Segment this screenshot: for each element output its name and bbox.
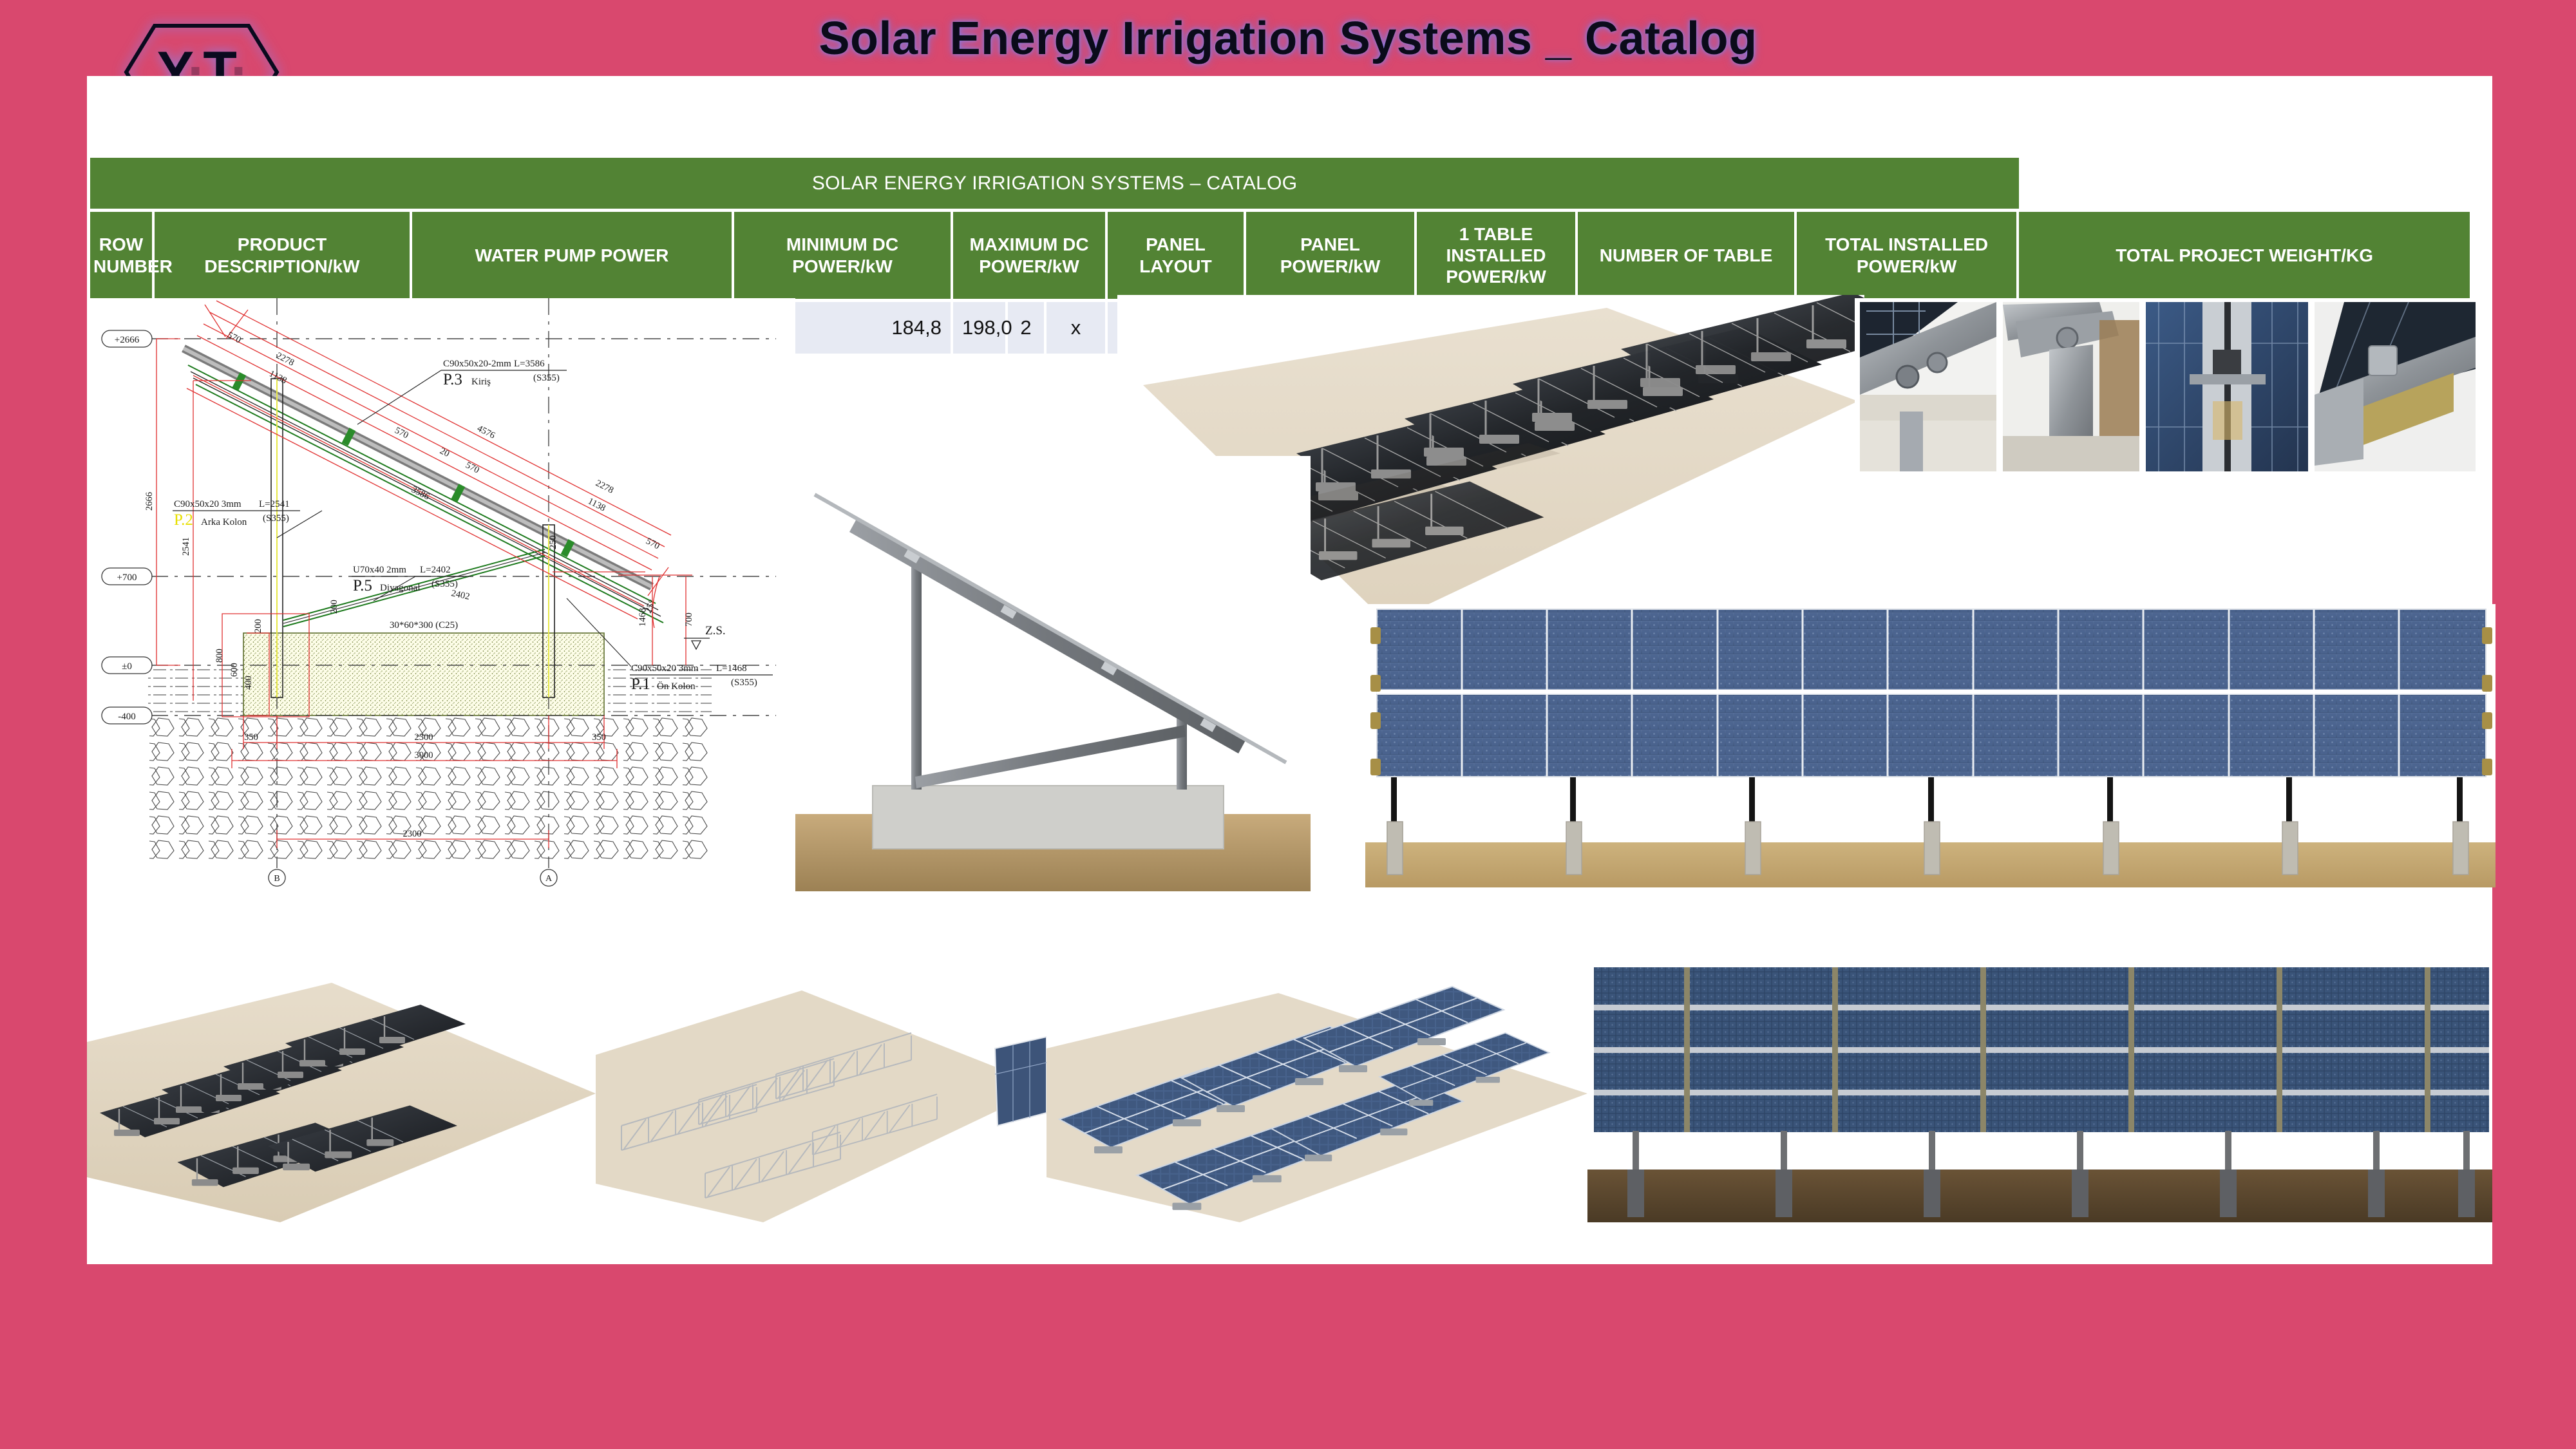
part-callout-p1: C90x50x20 3mm L=1468 (S355) P.1 Ön Kolon: [566, 598, 773, 693]
mounting-detail-mid-clamp: [2146, 302, 2308, 471]
cell-panel-layout-separator: x: [1046, 302, 1108, 354]
svg-text:L=1468: L=1468: [716, 663, 747, 674]
svg-text:200: 200: [253, 619, 263, 633]
col-header-one-table-power[interactable]: 1 TABLE INSTALLED POWER/kW: [1417, 212, 1578, 302]
col-header-row-number[interactable]: ROW NUMBER: [90, 212, 173, 302]
single-table-side-elevation[interactable]: [795, 456, 1311, 894]
grid-label-b: B: [274, 874, 279, 884]
svg-text:C90x50x20-2mm: C90x50x20-2mm: [443, 359, 511, 369]
svg-text:570: 570: [464, 460, 481, 475]
elevation-marker-top: +2666: [115, 335, 140, 345]
svg-text:800: 800: [214, 649, 225, 663]
svg-text:570: 570: [644, 536, 661, 551]
ground-water-label: Z.S.: [705, 624, 726, 638]
col-header-maximum-dc-power[interactable]: MAXIMUM DC POWER/kW: [953, 212, 1108, 302]
svg-text:U70x40 2mm: U70x40 2mm: [353, 565, 406, 575]
svg-text:250: 250: [548, 535, 558, 549]
svg-text:L=3586: L=3586: [514, 359, 545, 369]
svg-text:L=2541: L=2541: [259, 499, 290, 509]
svg-text:C90x50x20 3mm: C90x50x20 3mm: [174, 499, 242, 509]
grid-label-a: A: [545, 874, 553, 884]
svg-text:400: 400: [243, 676, 254, 690]
svg-text:2402: 2402: [450, 588, 471, 602]
table-banner-row: SOLAR ENERGY IRRIGATION SYSTEMS – CATALO…: [90, 158, 2470, 212]
table-banner-label: SOLAR ENERGY IRRIGATION SYSTEMS – CATALO…: [90, 158, 2020, 212]
cell-panel-layout-rows: 2: [1008, 302, 1046, 354]
part-callout-p3: C90x50x20-2mm L=3586 (S355) P.3 Kiriş: [357, 359, 567, 425]
table-header-row: ROW NUMBER PRODUCT DESCRIPTION/kW WATER …: [90, 212, 2470, 302]
technical-drawing-figure[interactable]: 30*60*300 (C25) +2666 +700: [90, 298, 795, 891]
figure-gallery: 30*60*300 (C25) +2666 +700: [87, 76, 2496, 1264]
angle-label: 25°: [643, 598, 658, 614]
svg-text:2300: 2300: [403, 829, 422, 839]
mounting-detail-end-clamp: [2315, 301, 2476, 471]
col-header-minimum-dc-power[interactable]: MINIMUM DC POWER/kW: [734, 212, 953, 302]
panel-array-front-elevation[interactable]: [1587, 965, 2492, 1222]
page-title: Solar Energy Irrigation Systems _ Catalo…: [819, 13, 1757, 64]
col-header-product-description[interactable]: PRODUCT DESCRIPTION/kW: [155, 212, 412, 302]
svg-text:1138: 1138: [586, 496, 607, 513]
svg-text:C90x50x20 3mm: C90x50x20 3mm: [631, 663, 699, 674]
col-header-number-of-table[interactable]: NUMBER OF TABLE: [1578, 212, 1797, 302]
farm-render-blue-panels[interactable]: [1046, 965, 1587, 1222]
panel-row-front-elevation[interactable]: [1365, 604, 2496, 887]
svg-text:P.5: P.5: [353, 577, 372, 594]
mounting-detail-bolted-rail: [1860, 302, 1996, 471]
svg-text:4576: 4576: [475, 423, 497, 440]
col-header-water-pump-power[interactable]: WATER PUMP POWER: [412, 212, 734, 302]
part-callout-p5: U70x40 2mm L=2402 (S355) P.5 Diyagonal: [352, 565, 471, 601]
svg-text:570: 570: [393, 425, 410, 440]
svg-text:350: 350: [244, 732, 258, 743]
svg-text:(S355): (S355): [731, 677, 757, 688]
svg-text:(S355): (S355): [263, 513, 289, 524]
svg-text:20: 20: [438, 446, 451, 459]
svg-text:Diyagonal: Diyagonal: [380, 583, 420, 593]
farm-render-dark-panels[interactable]: [87, 965, 596, 1222]
svg-text:200: 200: [329, 600, 339, 614]
elevation-marker-mid: +700: [117, 573, 137, 583]
svg-text:2300: 2300: [415, 732, 433, 743]
mounting-detail-strip: [1855, 298, 2476, 475]
svg-text:Arka Kolon: Arka Kolon: [201, 517, 247, 527]
svg-text:1138: 1138: [267, 368, 289, 386]
farm-render-bare-structure[interactable]: [596, 965, 1046, 1222]
svg-text:1468: 1468: [638, 608, 648, 627]
page-title-bar: Solar Energy Irrigation Systems _ Catalo…: [0, 0, 2576, 77]
svg-text:(S355): (S355): [431, 579, 458, 589]
col-header-panel-layout[interactable]: PANEL LAYOUT: [1108, 212, 1246, 302]
col-header-total-installed-power[interactable]: TOTAL INSTALLED POWER/kW: [1797, 212, 2020, 302]
svg-text:350: 350: [592, 732, 606, 743]
svg-text:30*60*300 (C25): 30*60*300 (C25): [390, 620, 458, 630]
content-panel: SOLAR ENERGY IRRIGATION SYSTEMS – CATALO…: [87, 76, 2496, 1264]
part-callout-p2: C90x50x20 3mm L=2541 (S355) P.2 Arka Kol…: [173, 499, 323, 538]
svg-text:Kiriş: Kiriş: [471, 377, 491, 387]
svg-text:L=2402: L=2402: [420, 565, 451, 575]
svg-text:Ön Kolon: Ön Kolon: [657, 681, 696, 692]
svg-text:600: 600: [229, 663, 240, 677]
svg-text:P.3: P.3: [443, 371, 462, 388]
mounting-detail-column-base: [2003, 302, 2139, 471]
svg-text:700: 700: [684, 612, 694, 627]
col-header-panel-power[interactable]: PANEL POWER/kW: [1246, 212, 1417, 302]
cell-maximum-dc-power: 198,0: [953, 302, 1012, 354]
elevation-marker-base: -400: [118, 712, 136, 722]
svg-text:3000: 3000: [415, 750, 433, 761]
svg-text:(S355): (S355): [533, 373, 560, 383]
col-header-total-project-weight[interactable]: TOTAL PROJECT WEIGHT/KG: [2019, 212, 2470, 302]
svg-text:2278: 2278: [594, 478, 615, 495]
elevation-marker-ground: ±0: [122, 661, 132, 672]
svg-text:2541: 2541: [181, 537, 191, 556]
svg-text:P.2: P.2: [174, 511, 193, 529]
svg-text:P.1: P.1: [631, 676, 650, 693]
svg-text:2666: 2666: [144, 492, 155, 511]
